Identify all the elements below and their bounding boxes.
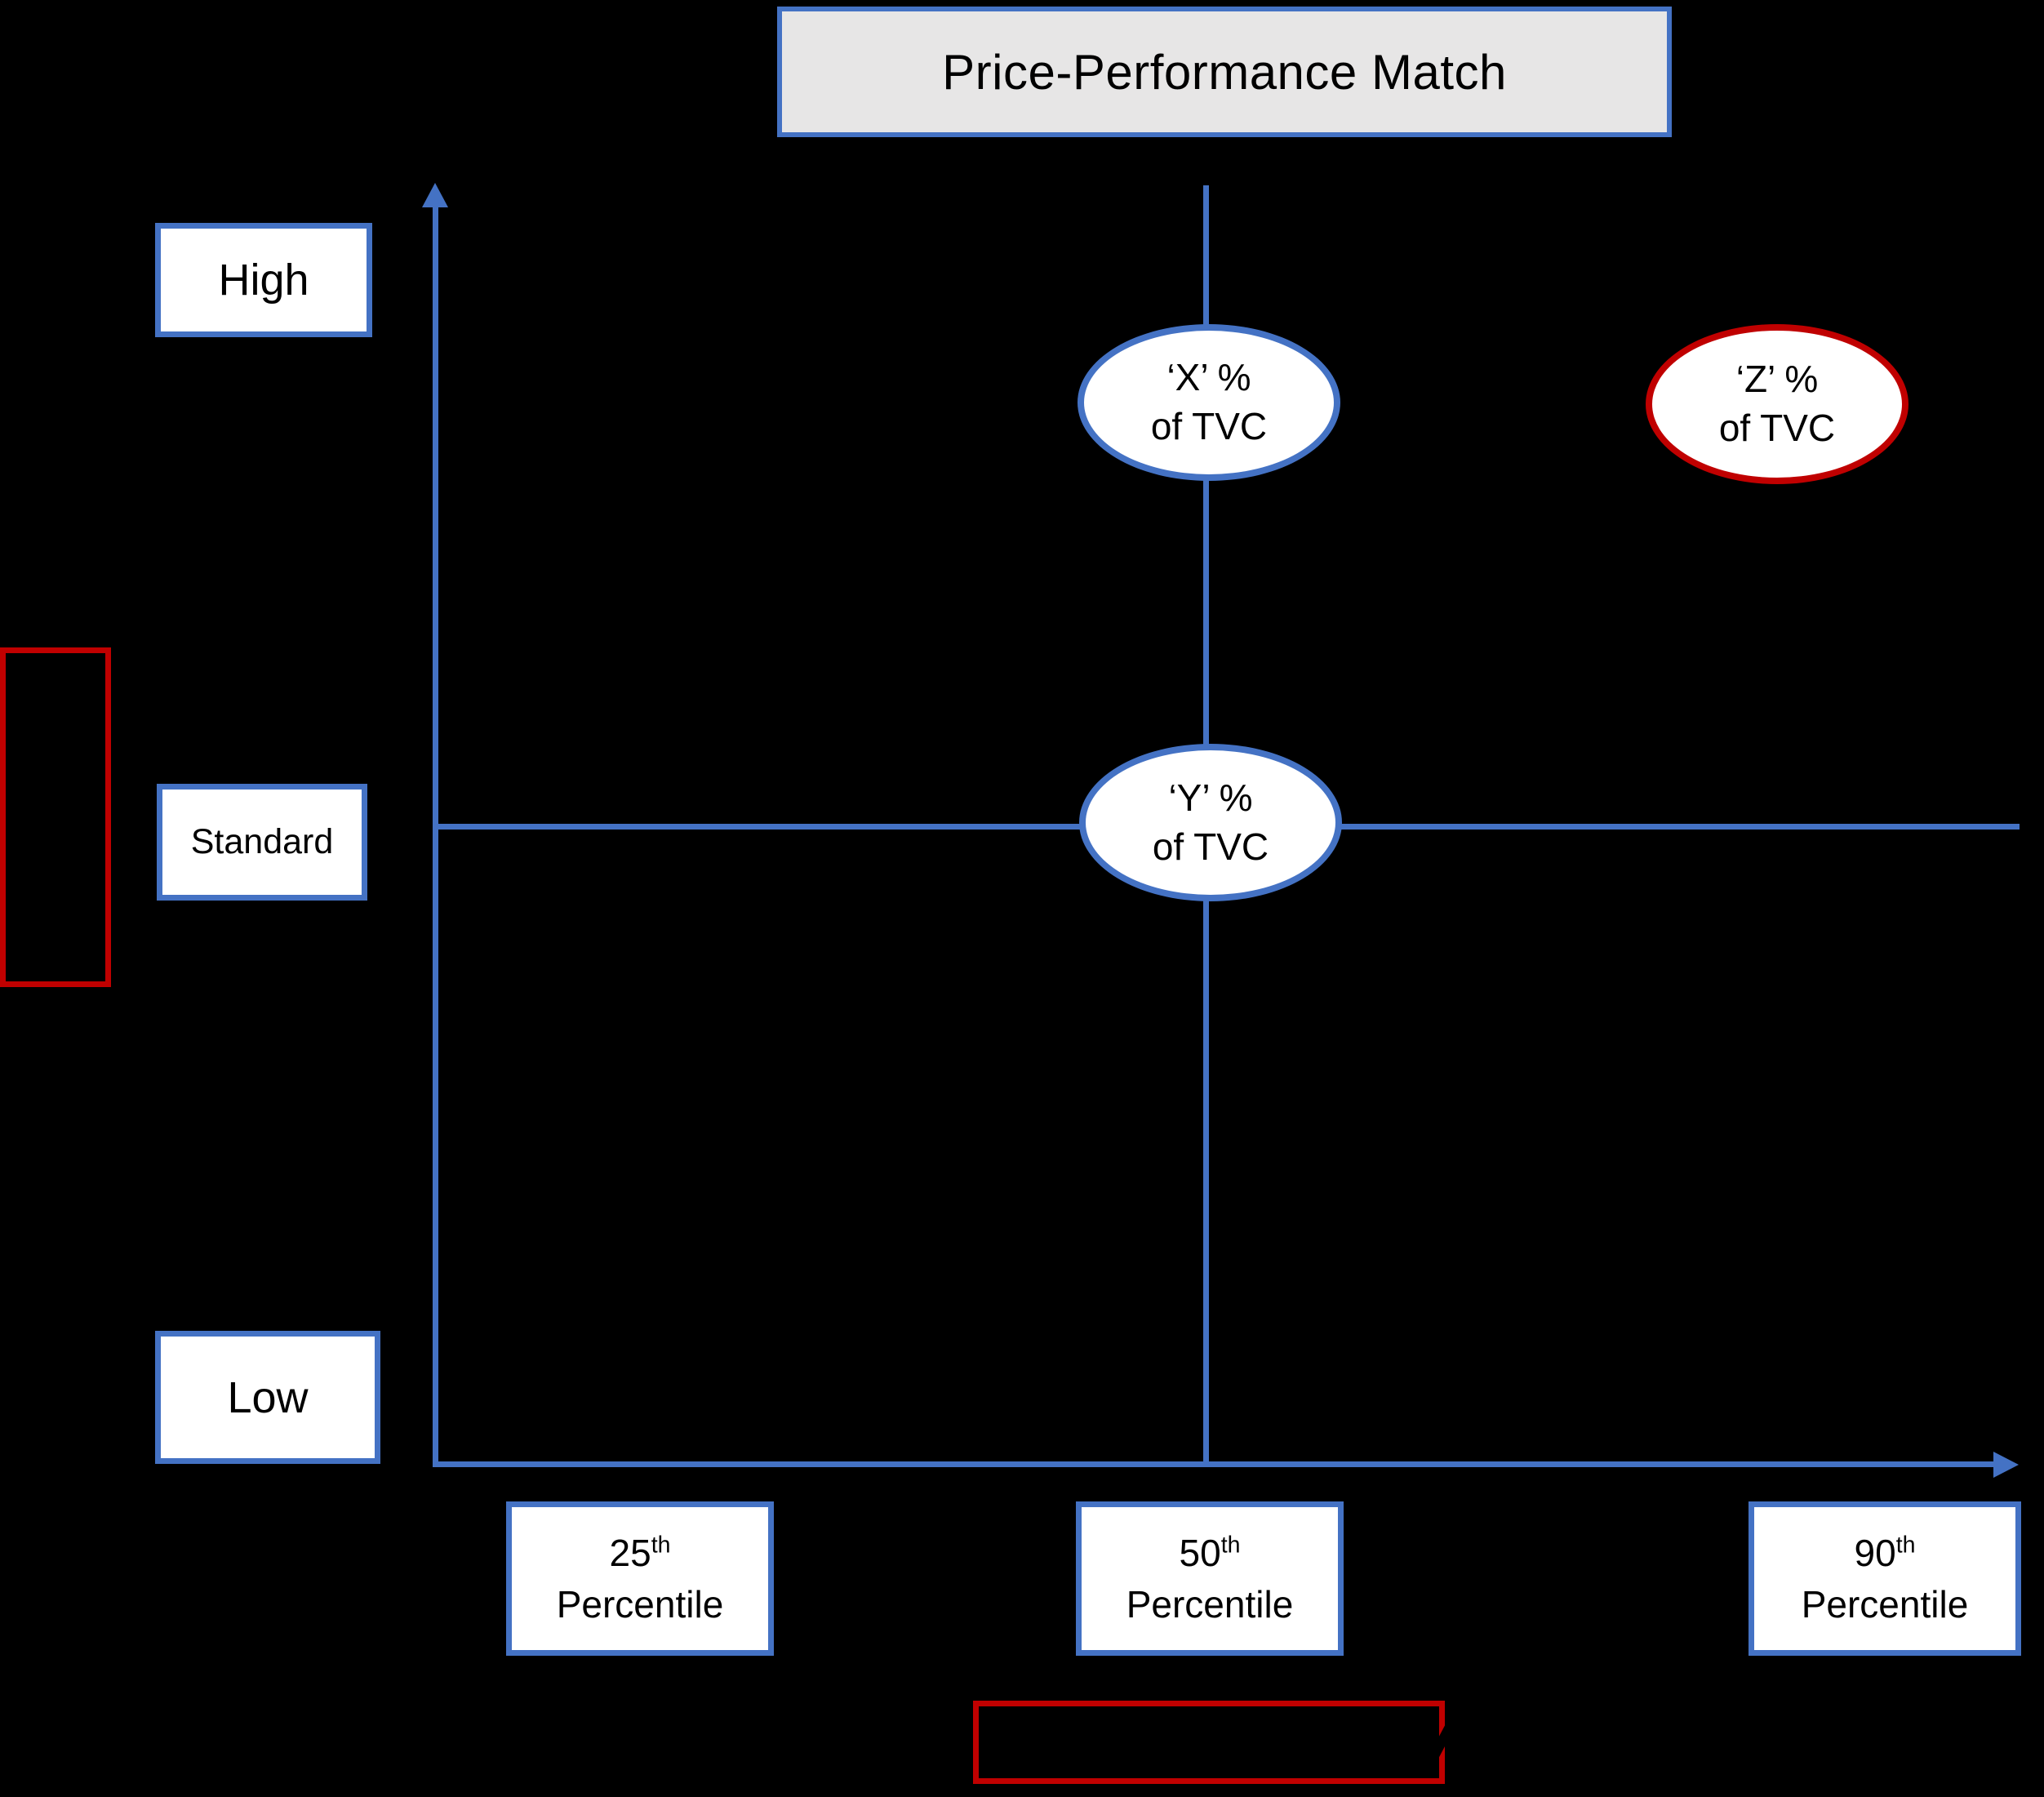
percentile-25-number-line: 25th [610,1528,671,1578]
ellipse-x-line1: ‘X’ % [1166,356,1251,399]
ellipse-z-pct-of-tvc: ‘Z’ % of TVC [1646,324,1908,484]
ellipse-y-pct-of-tvc: ‘Y’ % of TVC [1079,744,1342,901]
x-axis-label-25th-percentile: 25th Percentile [506,1501,774,1656]
percentile-50-number-line: 50th [1180,1528,1241,1578]
percentile-90-number: 90 [1854,1532,1896,1575]
x-axis-label-90th-percentile: 90th Percentile [1749,1501,2021,1656]
y-axis-arrow-up-icon [422,183,448,207]
y-axis-title-red-outline-box [0,647,111,987]
percentile-50-number: 50 [1179,1532,1221,1575]
y-axis-label-low-text: Low [227,1372,309,1422]
y-axis-label-standard-text: Standard [190,822,334,861]
x-axis-arrow-right-icon [1993,1452,2019,1478]
ellipse-y-line1: ‘Y’ % [1168,776,1253,819]
ellipse-y-line2: of TVC [1152,825,1269,868]
x-axis-title-red-outline-box [973,1701,1445,1784]
y-axis-label-low: Low [155,1331,380,1464]
ellipse-x-pct-of-tvc: ‘X’ % of TVC [1078,324,1340,481]
percentile-25-word: Percentile [556,1582,724,1626]
diagram-title-text: Price-Performance Match [942,44,1507,100]
y-axis-label-high: High [155,223,372,337]
ellipse-x-line2: of TVC [1150,405,1268,447]
x-axis-label-50th-percentile: 50th Percentile [1076,1501,1344,1656]
ellipse-z-line1: ‘Z’ % [1735,358,1819,401]
percentile-90-ordinal: th [1895,1532,1916,1559]
x-axis-line [433,1461,1995,1467]
percentile-90-number-line: 90th [1855,1528,1916,1578]
ellipse-z-line2: of TVC [1718,407,1836,449]
percentile-50-ordinal: th [1220,1532,1241,1559]
percentile-90-word: Percentile [1801,1582,1969,1626]
diagram-title: Price-Performance Match [777,7,1672,137]
percentile-25-ordinal: th [651,1532,671,1559]
percentile-50-word: Percentile [1126,1582,1294,1626]
y-axis-line [433,202,438,1467]
y-axis-label-high-text: High [218,256,309,305]
percentile-25-number: 25 [609,1532,651,1575]
y-axis-label-standard: Standard [157,784,367,901]
